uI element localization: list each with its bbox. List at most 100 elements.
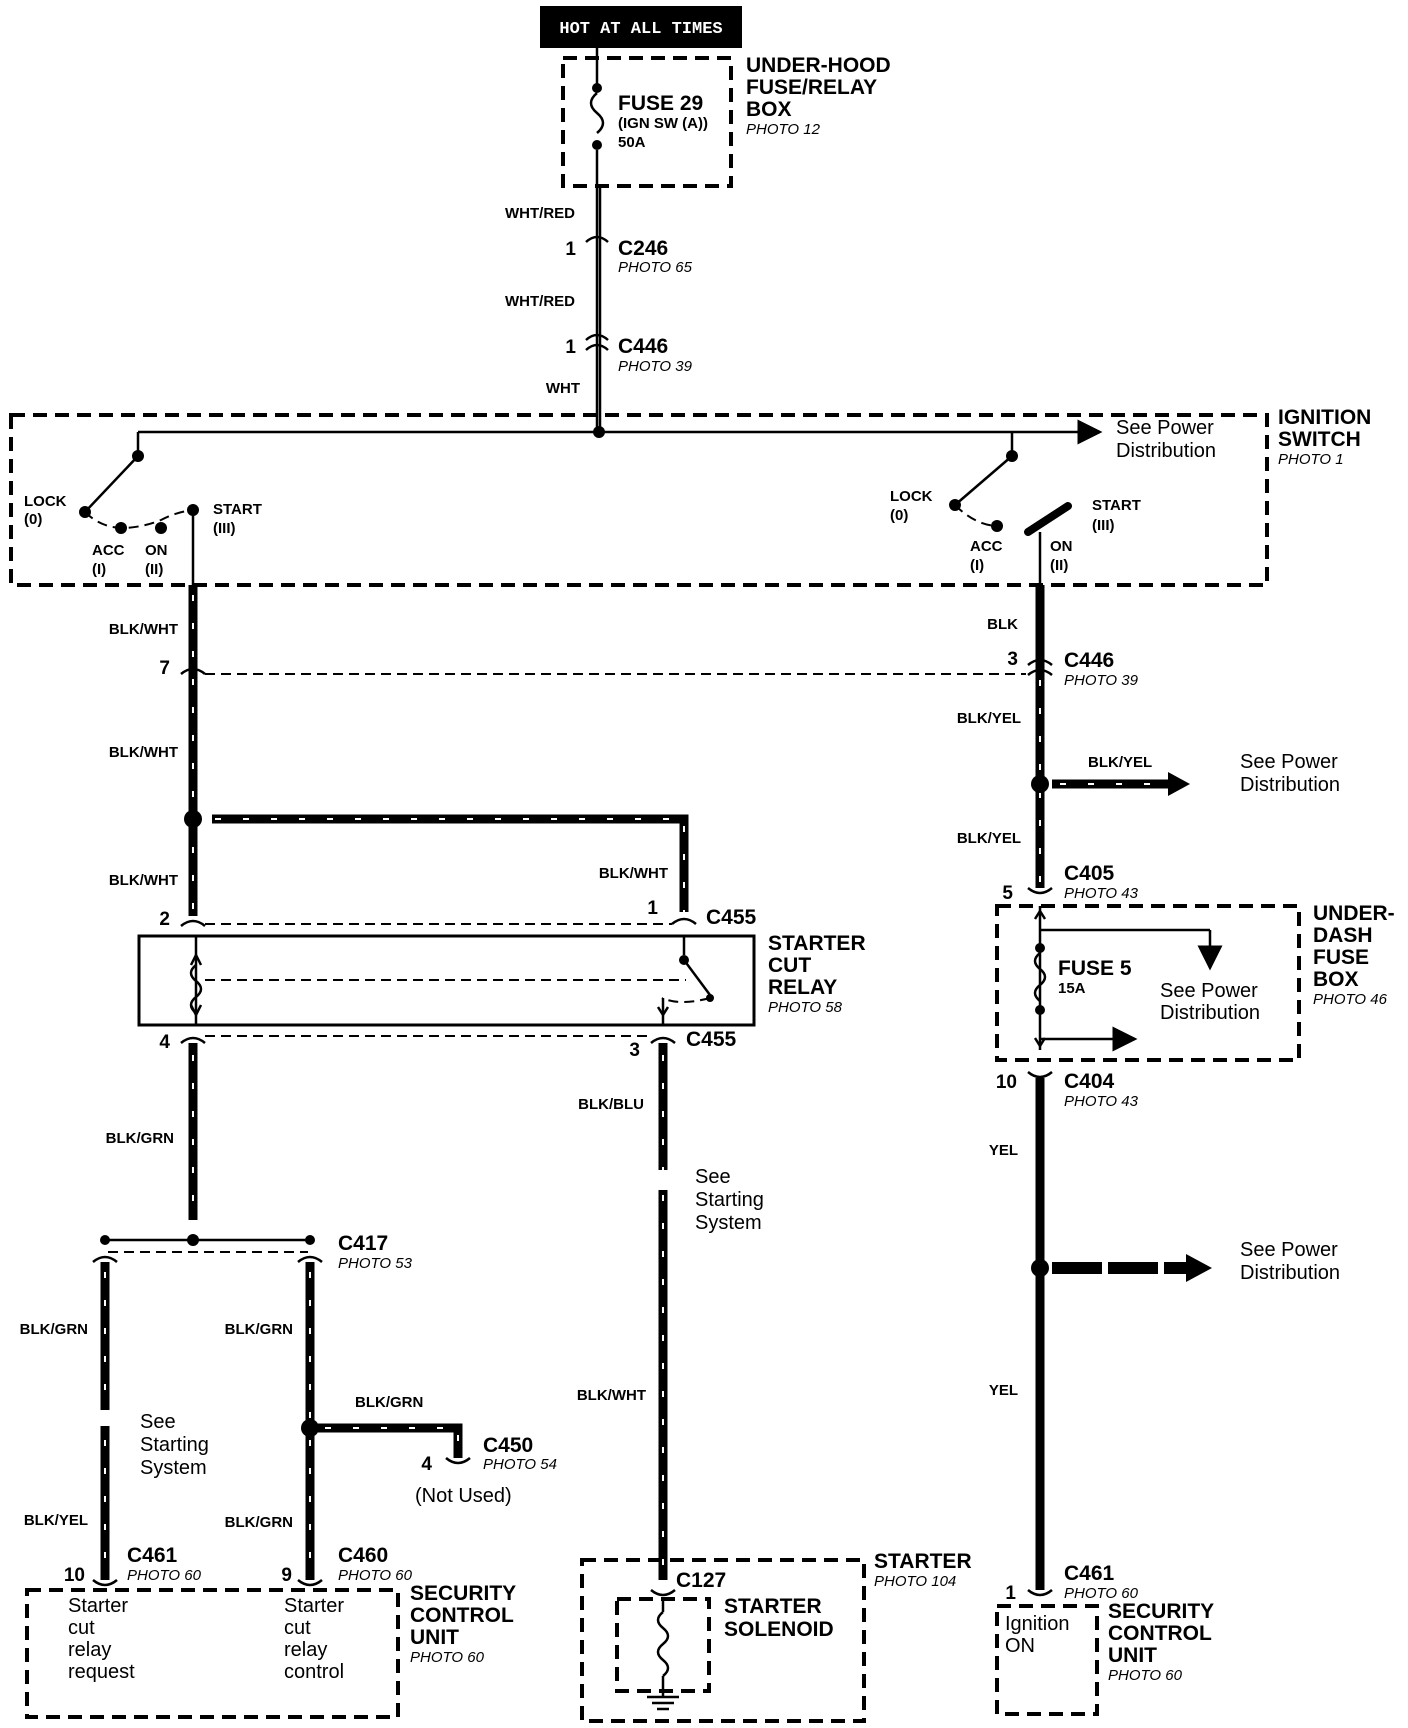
right-start-label: START	[1092, 497, 1141, 514]
c446-pin-7: 7	[159, 658, 170, 679]
c461-right-label: C461	[1064, 1562, 1115, 1585]
c404-connector	[1027, 1071, 1053, 1079]
ignition-on-1: Ignition	[1005, 1613, 1070, 1635]
wire-wht-red-1: WHT/RED	[505, 205, 575, 222]
scu-b-2: cut	[284, 1617, 311, 1639]
c461-left-label: C461	[127, 1544, 178, 1567]
ign-see-power-1: See Power	[1116, 417, 1214, 439]
relay-name-1: STARTER	[768, 932, 866, 955]
c446-top-photo: PHOTO 39	[618, 358, 693, 375]
relay-pin-1: 1	[647, 898, 658, 919]
right-start-num: (III)	[1092, 517, 1115, 534]
right-see-2b: Distribution	[1240, 1262, 1340, 1284]
c450-photo: PHOTO 54	[483, 1456, 557, 1473]
fuse-29-amp: 50A	[618, 134, 646, 151]
underdash-name-2: DASH	[1313, 924, 1373, 947]
left-on-label: ON	[145, 542, 168, 559]
right-blk-label: BLK	[987, 616, 1018, 633]
fuse-5-icon	[1033, 952, 1047, 1002]
blk-grn-label: BLK/GRN	[106, 1130, 174, 1147]
c450-pin: 4	[421, 1454, 432, 1475]
relay-coil-feed-wire	[212, 814, 689, 912]
c405-label: C405	[1064, 862, 1115, 885]
left-wire-label-2: BLK/WHT	[109, 744, 178, 761]
scu-right-name-1: SECURITY	[1108, 1600, 1214, 1623]
c404-label: C404	[1064, 1070, 1115, 1093]
ignition-name-1: IGNITION	[1278, 406, 1371, 429]
right-splice-2	[1031, 1259, 1049, 1277]
c455-top-label: C455	[706, 906, 757, 929]
c450-connector	[445, 1457, 471, 1465]
right-yel-label-1: YEL	[989, 1142, 1018, 1159]
relay-photo: PHOTO 58	[768, 999, 843, 1016]
see-starting-b-2: Starting	[140, 1434, 209, 1456]
left-wire-label-3: BLK/WHT	[109, 872, 178, 889]
left-switch-arm	[84, 455, 139, 513]
right-lock-num: (0)	[890, 507, 908, 524]
scu-a-1: Starter	[68, 1595, 128, 1617]
scu-right-name-3: UNIT	[1108, 1644, 1157, 1667]
underdash-photo: PHOTO 46	[1313, 991, 1388, 1008]
c446-top-label: C446	[618, 335, 668, 358]
scu-right-photo: PHOTO 60	[1108, 1667, 1183, 1684]
c417-splice	[187, 1234, 199, 1246]
scu-left-name-1: SECURITY	[410, 1582, 516, 1605]
underhood-name-2: FUSE/RELAY	[746, 76, 877, 99]
scu-b-4: control	[284, 1661, 344, 1683]
right-switch-start-contact	[1024, 502, 1072, 536]
c405-connector	[1027, 887, 1053, 895]
c446-top-pin: 1	[565, 337, 576, 358]
right-splice-1	[1031, 775, 1049, 793]
right-see-1a: See Power	[1240, 751, 1338, 773]
relay-feed-wire-label: BLK/WHT	[599, 865, 668, 882]
right-switch-arm	[954, 455, 1013, 506]
c461-left-pin: 10	[64, 1565, 85, 1586]
c450-branch-label: BLK/GRN	[355, 1394, 423, 1411]
relay-name-3: RELAY	[768, 976, 837, 999]
right-yel-label-2: YEL	[989, 1382, 1018, 1399]
c460-label: C460	[338, 1544, 388, 1567]
right-see-2a: See Power	[1240, 1239, 1338, 1261]
wire-wht-red-2: WHT/RED	[505, 293, 575, 310]
c450-splice	[301, 1419, 319, 1437]
c417-photo: PHOTO 53	[338, 1255, 413, 1272]
relay-name-2: CUT	[768, 954, 811, 977]
scu-right-name-2: CONTROL	[1108, 1622, 1212, 1645]
ignition-switch-box	[9, 413, 1269, 587]
hot-label: HOT AT ALL TIMES	[559, 20, 722, 39]
starter-cut-relay-box	[137, 934, 756, 1027]
starter-box	[580, 1558, 866, 1723]
left-on-num: (II)	[145, 561, 163, 578]
c404-photo: PHOTO 43	[1064, 1093, 1139, 1110]
solenoid-coil-icon	[656, 1611, 670, 1677]
c127-connector	[650, 1589, 676, 1597]
scu-left-name-3: UNIT	[410, 1626, 459, 1649]
scu-left-photo: PHOTO 60	[410, 1649, 485, 1666]
see-starting-2: Starting	[695, 1189, 764, 1211]
right-see-1b: Distribution	[1240, 774, 1340, 796]
c246-connector	[585, 235, 609, 243]
c127-label: C127	[676, 1569, 726, 1592]
c460-photo: PHOTO 60	[338, 1567, 413, 1584]
c450-branch-wire	[318, 1423, 463, 1458]
right-on-num: (II)	[1050, 557, 1068, 574]
left-lock-label: LOCK	[24, 493, 67, 510]
c446-right-pin: 3	[1007, 649, 1018, 670]
left-start-num: (III)	[213, 520, 236, 537]
underhood-photo: PHOTO 12	[746, 121, 821, 138]
see-starting-3: System	[695, 1212, 762, 1234]
fuse-29-label: FUSE 29	[618, 92, 703, 115]
left-start-label: START	[213, 501, 262, 518]
right-blk-yel-label-2: BLK/YEL	[957, 830, 1021, 847]
scu-a-4: request	[68, 1661, 135, 1683]
c246-label: C246	[618, 237, 668, 260]
see-starting-b-3: System	[140, 1457, 207, 1479]
ign-see-power-2: Distribution	[1116, 440, 1216, 462]
c450-label: C450	[483, 1434, 533, 1457]
c450-not-used: (Not Used)	[415, 1485, 512, 1507]
fuse-5-amp: 15A	[1058, 980, 1086, 997]
fuse-29-desc: (IGN SW (A))	[618, 115, 708, 132]
scu-b-1: Starter	[284, 1595, 344, 1617]
underhood-name-3: BOX	[746, 98, 792, 121]
